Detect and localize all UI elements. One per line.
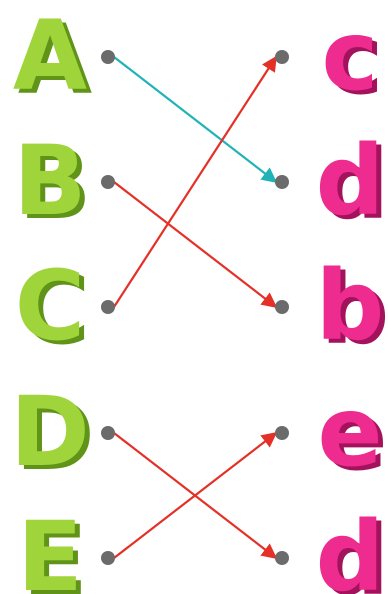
- right-dot-4[interactable]: [275, 426, 289, 440]
- right-dot-1[interactable]: [275, 50, 289, 64]
- right-dot-3[interactable]: [275, 300, 289, 314]
- left-letter-label: A: [13, 0, 87, 112]
- left-letter-3: CC: [15, 250, 90, 366]
- left-letter-label: C: [15, 250, 85, 362]
- connection-arrow-3: [114, 57, 276, 307]
- left-letter-2: BB: [13, 125, 91, 241]
- right-letter-label: d: [316, 501, 385, 594]
- right-letter-label: b: [316, 250, 385, 362]
- right-dot-5[interactable]: [275, 551, 289, 565]
- right-dot-2[interactable]: [275, 175, 289, 189]
- left-dot-2[interactable]: [101, 175, 115, 189]
- connection-arrow-2: [114, 182, 276, 307]
- left-letter-label: B: [13, 125, 86, 237]
- connection-lines: [114, 57, 276, 558]
- right-letter-label: c: [322, 0, 379, 112]
- left-dot-3[interactable]: [101, 300, 115, 314]
- left-letter-1: AA: [13, 0, 92, 116]
- right-letter-label: d: [316, 125, 385, 237]
- right-letter-5: dd: [316, 501, 388, 594]
- connection-dots: [101, 50, 289, 565]
- right-letter-label: e: [317, 376, 382, 488]
- left-dot-1[interactable]: [101, 50, 115, 64]
- left-letter-5: EE: [17, 501, 88, 594]
- right-letter-4: ee: [317, 376, 387, 492]
- left-dot-5[interactable]: [101, 551, 115, 565]
- right-letter-1: cc: [322, 0, 384, 116]
- left-dot-4[interactable]: [101, 426, 115, 440]
- connection-arrow-1: [114, 57, 276, 182]
- left-letter-4: DD: [10, 376, 95, 492]
- right-letter-3: bb: [316, 250, 388, 366]
- left-letter-label: D: [10, 376, 90, 488]
- right-letter-2: dd: [316, 125, 388, 241]
- left-letter-label: E: [17, 501, 83, 594]
